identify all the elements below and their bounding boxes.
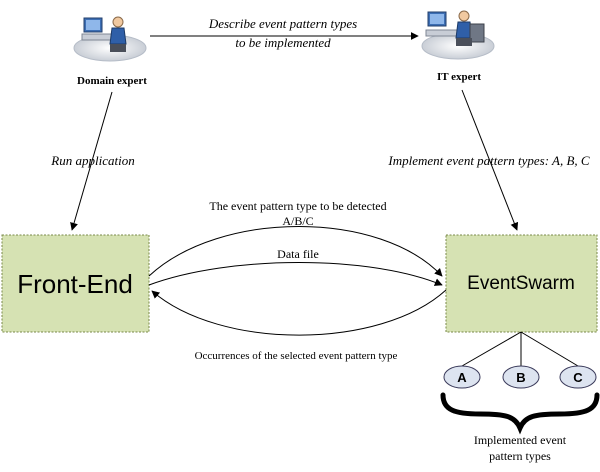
it-expert-icon (421, 10, 495, 60)
connector-c (520, 331, 579, 367)
detect-label-line2: A/B/C (282, 214, 313, 228)
implement-arrow (461, 89, 519, 231)
front-end-label: Front-End (17, 269, 133, 299)
implemented-label-line1: Implemented event (474, 433, 567, 447)
it-expert-label: IT expert (437, 71, 481, 83)
front-end-box (1, 234, 150, 333)
pattern-a-label: A (457, 370, 467, 385)
run-application-arrow (70, 91, 113, 231)
describe-label-line2: to be implemented (235, 35, 331, 50)
run-application-label: Run application (50, 153, 134, 168)
data-file-label: Data file (277, 247, 319, 261)
occurrences-arrow (151, 289, 447, 336)
pattern-b: B (502, 365, 540, 389)
detect-label-line1: The event pattern type to be detected (209, 199, 386, 213)
pattern-c: C (559, 365, 597, 389)
domain-expert-label: Domain expert (77, 75, 147, 87)
pattern-c-label: C (573, 370, 583, 385)
pattern-b-label: B (516, 370, 525, 385)
connector-a (461, 331, 522, 367)
implement-label: Implement event pattern types: A, B, C (387, 153, 590, 168)
eventswarm-label: EventSwarm (467, 273, 575, 294)
implemented-label-line2: pattern types (489, 449, 551, 463)
brace (440, 392, 600, 435)
detect-arrow (148, 226, 443, 277)
pattern-a: A (443, 365, 481, 389)
eventswarm-box (445, 234, 598, 333)
occurrences-label: Occurrences of the selected event patter… (195, 350, 398, 362)
describe-label-line1: Describe event pattern types (208, 16, 357, 31)
domain-expert-icon (73, 16, 147, 62)
data-file-arrow (148, 262, 443, 286)
